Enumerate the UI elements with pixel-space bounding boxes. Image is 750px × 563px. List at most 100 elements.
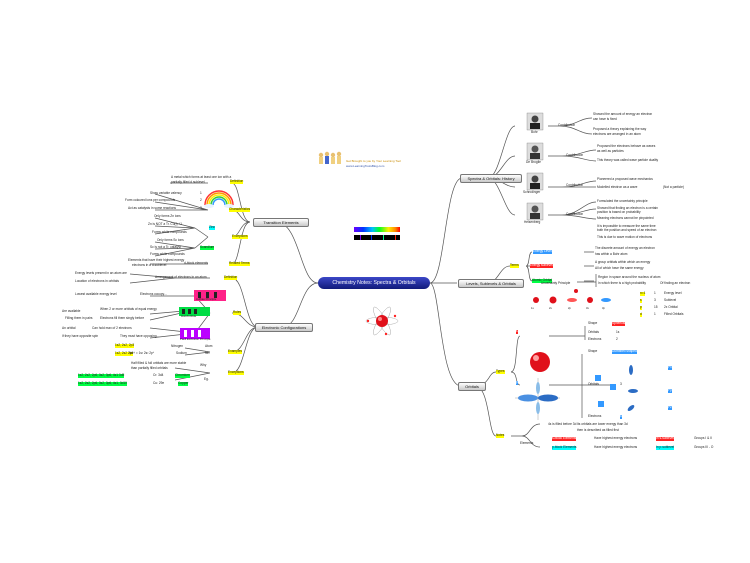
level-num-4: d	[640, 312, 642, 317]
banner-line1: Get Brought to you by Your Learning Tool	[346, 159, 401, 163]
branch-orbitals[interactable]: Orbitals	[458, 382, 486, 391]
electron-exceptions-label[interactable]: Exceptions	[228, 370, 244, 375]
exceptions-chromium: Chromium	[175, 373, 190, 378]
exceptions-eg: Eg.	[204, 377, 209, 381]
aufbau-diagram	[194, 290, 226, 301]
p-type-label[interactable]: p	[516, 380, 518, 385]
pauli-spin: If they have opposite spin	[62, 334, 99, 338]
p-shape-value: Dumbbell shaped	[612, 349, 637, 354]
s-shape-value: Spherical	[612, 321, 626, 326]
level-label-4: Filled Orbitals	[664, 312, 684, 316]
bohr-2a: Proposed a theory explaining the way	[593, 127, 647, 131]
elements-label: Elements	[520, 441, 534, 445]
types-label[interactable]: Types	[496, 369, 505, 374]
aufbau-title: Lowest available energy level	[75, 292, 117, 296]
heisenberg-4a: It is impossible to measure the same tim…	[597, 224, 656, 228]
schrodinger-1: Pioneered a proposed wave mechanics	[597, 177, 653, 181]
p-electrons-value: 6	[620, 414, 622, 419]
atomic-orbital-text-2: In which there is a high probability	[598, 281, 647, 285]
banner-figures	[318, 151, 342, 164]
branch-electronic-configurations[interactable]: Electronic Configurations	[255, 323, 313, 332]
hunds-label: Hund's Rule	[181, 314, 197, 318]
heisenberg-2b: position is based on probability	[597, 210, 641, 214]
diagram-label-1s: 1s	[531, 307, 534, 310]
s-block-label: s-block Elements	[552, 436, 577, 441]
aufbau-rule: Electrons occupy...	[140, 292, 167, 296]
debroglie-1b: as well as particles	[597, 149, 624, 153]
scandium-label: Scandium	[200, 245, 215, 250]
s-type-label[interactable]: s	[516, 329, 518, 334]
exc-6: Forms white compounds	[150, 252, 185, 256]
branch-transition-elements[interactable]: Transition Elements	[253, 218, 309, 227]
exceptions-half: Half filled & full orbitals are more sta…	[131, 361, 187, 365]
energy-sublevel-label[interactable]: Energy sublevel	[530, 263, 553, 268]
px-label: Px	[668, 365, 672, 370]
branch-levels[interactable]: Levels, Sublevels & Orbitals	[458, 279, 524, 288]
central-topic[interactable]: Chemistry Notes: Spectra & Orbitals	[318, 277, 430, 289]
p-block-groups: Groups III - O	[694, 445, 714, 449]
char-1-num: 1	[200, 191, 202, 195]
atomic-orbital-label[interactable]: Atomic Orbital	[532, 278, 553, 283]
exceptions-partial: than partially filled orbitals	[131, 366, 168, 370]
example-sodium: Sodium	[176, 351, 187, 355]
exceptions-why: Why	[200, 363, 207, 367]
level-val-4: 1	[654, 312, 656, 316]
p-block-label: p-block Elements	[552, 445, 577, 450]
s-orbitals-value: 1s	[616, 330, 620, 334]
schrodinger-name: Schrodinger	[523, 190, 541, 194]
transition-definition-text-2: partially filled d sublevel	[171, 180, 205, 184]
branch-history[interactable]: Spectra & Orbitals: History	[460, 174, 522, 183]
example-n1: 1s2, 2s2, 2p3	[115, 343, 135, 348]
py-label: Py	[668, 388, 672, 393]
debroglie-contribution-label[interactable]: Contribution	[566, 153, 584, 157]
heisenberg-5: This is due to wave motion of electrons	[597, 235, 653, 239]
pauli-diagram	[180, 328, 210, 339]
terms-label[interactable]: Terms	[510, 263, 519, 268]
electron-definition-label[interactable]: Definition	[224, 275, 238, 280]
bohr-contribution-label[interactable]: Contribution	[558, 123, 576, 127]
example-n2: 1s2, 2s2 2p6	[115, 351, 134, 356]
schrodinger-2: Modelled electron as a wave	[597, 185, 638, 189]
s-orbitals-label: Orbitals	[588, 330, 599, 334]
electron-rules-label[interactable]: Rules	[233, 310, 242, 315]
level-val-1: 1	[654, 291, 656, 295]
heisenberg-4b: both the position and speed of an electr…	[597, 228, 657, 232]
transition-definition-label[interactable]: Definition	[230, 179, 244, 184]
notes-label[interactable]: Notes	[496, 433, 505, 438]
zinc-label: Zinc	[209, 225, 216, 230]
heisenberg-contribution-label[interactable]: Contribution	[566, 212, 584, 216]
atom-illustration	[365, 306, 399, 336]
scientist-portraits	[526, 112, 544, 221]
schrodinger-3: (Not a particle)	[663, 185, 684, 189]
schrodinger-contribution-label[interactable]: Contribution	[566, 183, 584, 187]
note-1: 4s is filled before 3d	[548, 422, 577, 426]
bohr-1a: Showed the amount of energy an electron	[593, 112, 653, 116]
heisenberg-1: Formulated the uncertainty principle	[597, 199, 648, 203]
transition-related-label[interactable]: Related Terms	[229, 261, 250, 266]
energy-sublevel-text-1: A group orbitals within which an energy	[595, 260, 651, 264]
s-shape-label: Shape	[588, 321, 598, 325]
diagram-label-2p: 2p	[568, 307, 571, 310]
level-num-3: p	[640, 305, 642, 310]
bohr-1b: can have is fixed	[593, 117, 617, 121]
transition-exceptions-label[interactable]: Exceptions	[232, 234, 248, 239]
bohr-name: Bohr	[531, 130, 538, 134]
example-na-cfg: Na+ = 1s² 2s² 2p⁶	[129, 351, 155, 355]
p-electrons-label: Electrons	[588, 414, 602, 418]
heisenberg-name: Heisenberg	[524, 220, 541, 224]
char-1: Show variable valency	[150, 191, 182, 195]
aufbau-label: Aufbau Principle	[196, 297, 217, 301]
exc-1: Only forms Zn ions	[154, 214, 181, 218]
level-val-2: 3	[654, 298, 656, 302]
hunds-available: Are available	[62, 309, 81, 313]
uncertainty-label: Uncertainty Principle	[541, 281, 571, 285]
transition-characteristics-label[interactable]: Characteristics	[229, 207, 251, 212]
exc-2: Zn is NOT a Tr. Cu(I) +1	[148, 222, 183, 226]
electron-examples-label[interactable]: Examples	[228, 349, 242, 354]
energy-level-label[interactable]: Energy Level	[533, 249, 552, 254]
diagram-label-3s: 3s	[586, 307, 589, 310]
s-block-groups: Groups I & II	[694, 436, 712, 440]
char-2: Form coloured ions per compounds	[125, 198, 176, 202]
p-orbitals-label: Orbitals	[588, 382, 599, 386]
exc-5: Sc is not a Tr. catalyst	[150, 245, 182, 249]
